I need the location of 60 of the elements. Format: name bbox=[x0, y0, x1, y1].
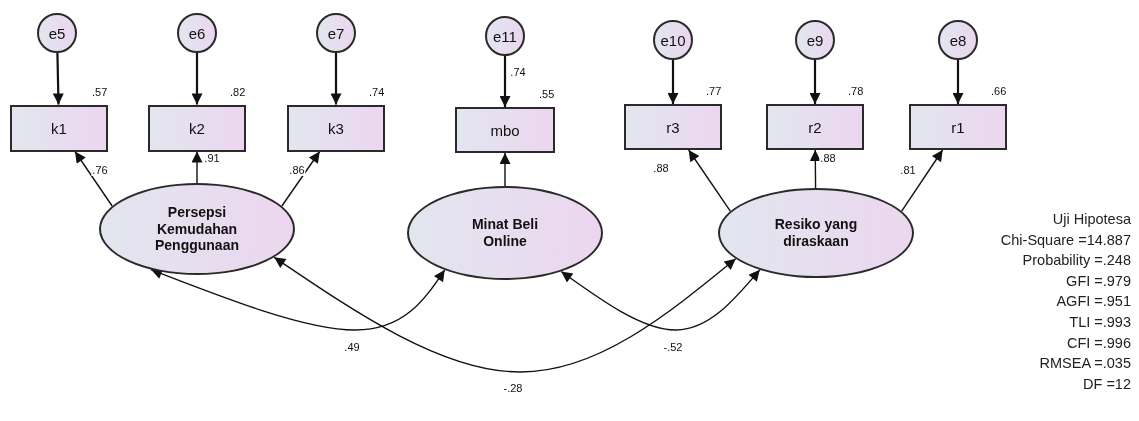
arrow bbox=[191, 53, 203, 105]
squared-multiple-correlation: .57 bbox=[92, 85, 108, 98]
squared-multiple-correlation: .74 bbox=[369, 85, 385, 98]
observed-variable-box: k1 bbox=[10, 104, 108, 152]
arrow bbox=[687, 149, 731, 212]
arrow bbox=[809, 149, 821, 189]
edge-label: -.28 bbox=[502, 382, 524, 394]
observed-variable-box: k3 bbox=[287, 104, 385, 152]
edge-label: .91 bbox=[203, 152, 221, 164]
fit-statistic: TLI =.993 bbox=[1069, 315, 1131, 330]
arrow bbox=[74, 150, 113, 207]
fit-statistic: Uji Hipotesa bbox=[1052, 212, 1131, 227]
observed-variable-box: r3 bbox=[624, 104, 722, 150]
fit-statistic: Chi-Square =14.887 bbox=[1000, 232, 1131, 248]
squared-multiple-correlation: .78 bbox=[848, 85, 864, 97]
fit-statistic: DF =12 bbox=[1083, 376, 1131, 392]
squared-multiple-correlation: .66 bbox=[991, 85, 1007, 97]
observed-variable-box: r1 bbox=[909, 104, 1007, 150]
latent-variable-ellipse: Minat Beli Online bbox=[407, 186, 603, 280]
observed-variable-box: mbo bbox=[455, 107, 555, 153]
arrow bbox=[330, 53, 342, 105]
covariance-arrow bbox=[150, 268, 446, 331]
latent-variable-ellipse: Resiko yang diraskaan bbox=[718, 188, 914, 278]
arrow bbox=[281, 150, 321, 207]
squared-multiple-correlation: .55 bbox=[539, 88, 555, 100]
edge-label: .76 bbox=[91, 164, 109, 176]
arrow bbox=[499, 56, 511, 107]
fit-statistic: RMSEA =.035 bbox=[1039, 356, 1131, 371]
fit-statistic: CFI =.996 bbox=[1066, 335, 1131, 351]
covariance-arrow bbox=[273, 256, 737, 373]
arrow bbox=[952, 60, 964, 104]
squared-multiple-correlation: .77 bbox=[706, 85, 722, 97]
latent-variable-ellipse: Persepsi Kemudahan Penggunaan bbox=[99, 183, 295, 275]
error-circle: e10 bbox=[653, 20, 693, 60]
arrow bbox=[667, 60, 679, 104]
error-circle: e7 bbox=[316, 13, 356, 53]
observed-variable-box: r2 bbox=[766, 104, 864, 150]
error-circle: e6 bbox=[177, 13, 217, 53]
edge-label: .86 bbox=[288, 164, 306, 176]
error-circle: e8 bbox=[938, 20, 978, 60]
error-circle: e9 bbox=[795, 20, 835, 60]
arrow bbox=[499, 152, 511, 187]
edge-label: -.52 bbox=[662, 341, 684, 353]
error-circle: e11 bbox=[485, 16, 525, 56]
arrow bbox=[809, 60, 821, 104]
error-circle: e5 bbox=[37, 13, 77, 53]
arrow bbox=[191, 150, 203, 184]
edge-label: .49 bbox=[343, 341, 361, 353]
observed-variable-box: k2 bbox=[148, 104, 246, 152]
edge-label: .81 bbox=[899, 164, 917, 176]
fit-statistic: AGFI =.951 bbox=[1056, 294, 1131, 309]
squared-multiple-correlation: .82 bbox=[230, 85, 246, 98]
fit-statistic: Probability =.248 bbox=[1022, 253, 1131, 268]
edge-label: .74 bbox=[509, 66, 527, 78]
fit-statistic: GFI =.979 bbox=[1066, 273, 1131, 289]
edge-label: .88 bbox=[652, 162, 670, 174]
arrow bbox=[901, 149, 944, 212]
edge-label: .88 bbox=[819, 152, 837, 164]
covariance-arrow bbox=[560, 269, 761, 331]
arrow bbox=[52, 52, 64, 105]
